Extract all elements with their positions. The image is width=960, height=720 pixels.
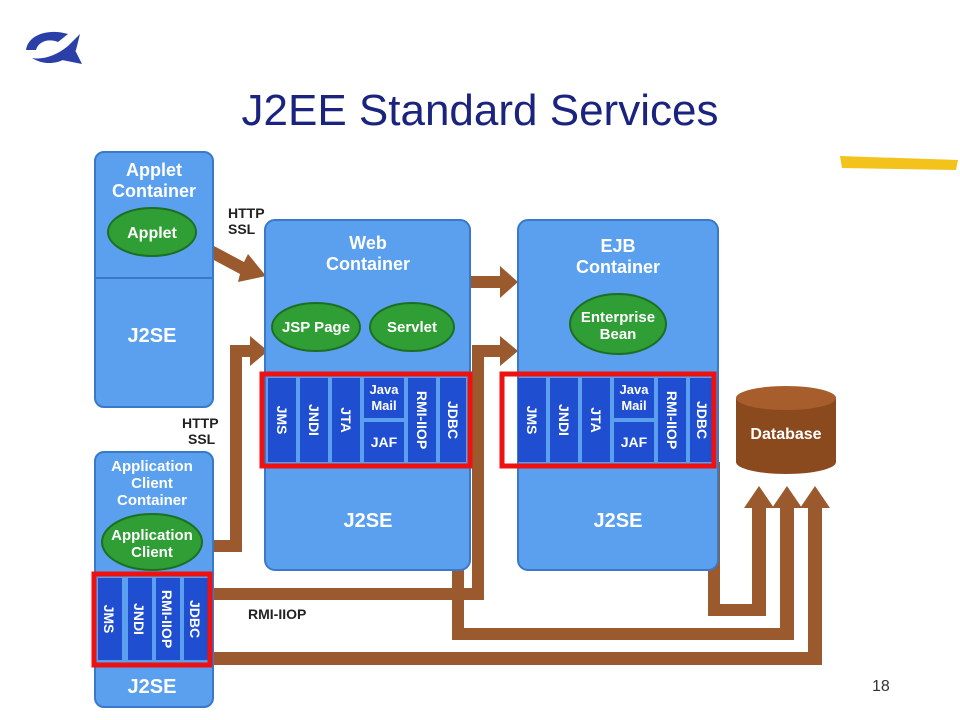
client-service-jms: JMS <box>101 605 117 634</box>
web-service-rmi-iiop: RMI-IIOP <box>414 391 430 449</box>
web-component-servlet: Servlet <box>387 319 437 336</box>
http-ssl-top-2: SSL <box>228 221 256 237</box>
applet-component: Applet <box>127 225 177 242</box>
ejb-platform: J2SE <box>594 510 643 532</box>
applet-platform: J2SE <box>128 325 177 347</box>
arrow-client-to-ejb-head <box>472 336 518 366</box>
ejb-container-title-1: EJB <box>600 236 635 256</box>
ejb-container: EJB Container Enterprise Bean JMS JNDI J… <box>499 219 719 571</box>
web-service-javamail-1: Java <box>370 382 400 397</box>
web-container: Web Container JSP Page Servlet JMS JNDI … <box>259 219 473 571</box>
database-label: Database <box>750 426 821 443</box>
slide-title: J2EE Standard Services <box>241 86 719 135</box>
web-container-title-2: Container <box>326 254 410 274</box>
applet-container-title-1: Applet <box>126 160 182 180</box>
ejb-service-javamail-2: Mail <box>621 398 646 413</box>
db-lane-3 <box>808 505 822 665</box>
web-service-jta: JTA <box>338 407 354 432</box>
client-service-rmi-iiop: RMI-IIOP <box>159 590 175 648</box>
client-service-jndi: JNDI <box>131 603 147 635</box>
db-lane-1 <box>752 505 766 616</box>
web-services-highlight <box>259 371 473 469</box>
client-service-jdbc: JDBC <box>187 600 203 638</box>
client-container-title-2: Client <box>131 475 173 492</box>
ejb-services-highlight <box>499 371 717 469</box>
ejb-service-jms: JMS <box>524 406 540 435</box>
arrow-web-to-ejb <box>470 266 518 298</box>
rmi-iiop-label: RMI-IIOP <box>248 606 306 622</box>
database-cylinder: Database <box>736 386 836 474</box>
logo-icon <box>26 31 82 64</box>
ejb-service-jdbc: JDBC <box>694 401 710 439</box>
db-lane-2 <box>780 505 794 640</box>
ejb-component-2: Bean <box>600 326 637 343</box>
client-services-highlight <box>91 571 213 668</box>
client-component-1: Application <box>111 527 193 544</box>
web-service-jdbc: JDBC <box>445 401 461 439</box>
web-service-jms: JMS <box>274 406 290 435</box>
web-container-title-1: Web <box>349 233 387 253</box>
arrow-client-to-web-head <box>230 336 268 366</box>
applet-container-title-2: Container <box>112 181 196 201</box>
http-ssl-mid-2: SSL <box>188 431 216 447</box>
arrow-applet-to-web <box>210 246 266 282</box>
app-client-container: Application Client Container Application… <box>91 451 214 708</box>
connection-arrows <box>210 246 830 665</box>
ejb-container-title-2: Container <box>576 257 660 277</box>
http-ssl-top-1: HTTP <box>228 205 265 221</box>
page-number: 18 <box>872 678 890 695</box>
web-component-jsp: JSP Page <box>282 319 350 336</box>
decorative-gold-stroke <box>840 156 958 170</box>
ejb-service-javamail-1: Java <box>620 382 650 397</box>
ejb-service-jta: JTA <box>588 407 604 432</box>
ejb-component-1: Enterprise <box>581 309 655 326</box>
client-component-2: Client <box>131 544 173 561</box>
client-platform: J2SE <box>128 676 177 698</box>
client-container-title-1: Application <box>111 458 193 475</box>
applet-container: Applet Container Applet J2SE <box>94 151 214 408</box>
web-platform: J2SE <box>344 510 393 532</box>
ejb-service-jaf: JAF <box>621 434 648 450</box>
ejb-service-jndi: JNDI <box>556 404 572 436</box>
ejb-service-rmi-iiop: RMI-IIOP <box>664 391 680 449</box>
client-container-title-3: Container <box>117 492 187 509</box>
web-service-jaf: JAF <box>371 434 398 450</box>
web-service-jndi: JNDI <box>306 404 322 436</box>
http-ssl-mid-1: HTTP <box>182 415 219 431</box>
web-service-javamail-2: Mail <box>371 398 396 413</box>
